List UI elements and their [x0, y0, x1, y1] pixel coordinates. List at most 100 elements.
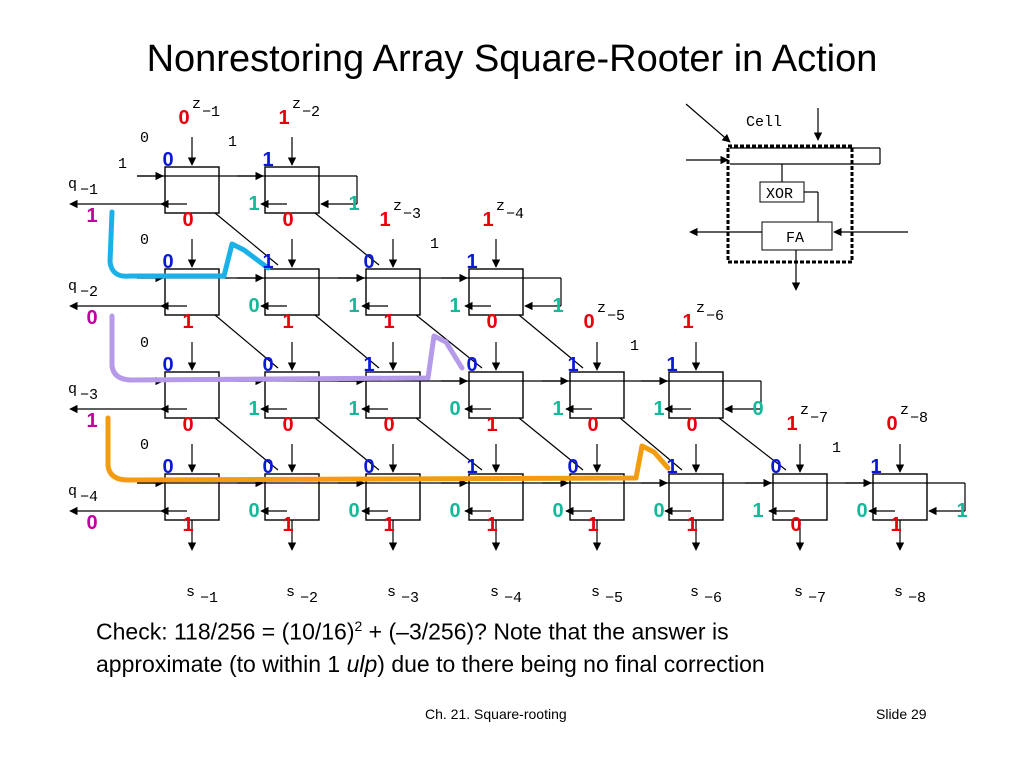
q-output-label: q−40: [68, 483, 98, 534]
xor-in-bit: 0: [466, 354, 477, 376]
z-value: 0: [886, 413, 897, 435]
caption-text-1: Check: 118/256 = (10/16): [96, 618, 355, 645]
diag-wire: [214, 314, 279, 369]
s-name: s: [591, 584, 600, 601]
xor-in-bit: 0: [363, 456, 374, 478]
diag-wire: [214, 417, 279, 471]
xor-in-bit: 1: [870, 456, 881, 478]
cell-r4-c3: [365, 473, 421, 521]
z-subscript: −4: [506, 206, 524, 223]
carry-bit: 0: [449, 398, 460, 420]
z-name: z: [496, 198, 505, 215]
diag-wire: [518, 314, 584, 369]
diag-wire: [314, 314, 380, 369]
side-diag-label: 0: [140, 437, 149, 454]
xor-in-bit: 0: [770, 456, 781, 478]
sum-out-bit: 1: [686, 514, 697, 536]
diag-wire: [314, 212, 380, 266]
s-subscript: −3: [401, 590, 419, 607]
sum-out-bit: 0: [182, 209, 193, 231]
carry-bit: 1: [752, 500, 763, 522]
carry-bit: 0: [856, 500, 867, 522]
sum-out-bit: 1: [282, 311, 293, 333]
cell-r2-c2: [264, 268, 320, 316]
diag-wire: [619, 417, 683, 471]
q-value: 0: [86, 512, 97, 534]
z-subscript: −6: [706, 308, 724, 325]
q-value: 0: [86, 307, 97, 329]
carry-bit: 1: [449, 295, 460, 317]
z-input-label: z−50: [583, 300, 625, 333]
carry-bit: 0: [248, 500, 259, 522]
z-subscript: −3: [403, 206, 421, 223]
z-value: 1: [482, 209, 493, 231]
z-one-label: 1: [228, 134, 237, 151]
xor-in-bit: 1: [466, 251, 477, 273]
xor-in-bit: 1: [466, 456, 477, 478]
z-name: z: [696, 300, 705, 317]
s-output-label: s−4: [490, 584, 522, 607]
sum-out-bit: 0: [686, 414, 697, 436]
q-subscript: −2: [80, 284, 98, 301]
sum-out-bit: 0: [282, 414, 293, 436]
xor-in-bit: 1: [262, 149, 273, 171]
cell-r1-c2: [264, 166, 320, 214]
cell-r4-c4: [468, 473, 524, 521]
xor-in-bit: 0: [162, 354, 173, 376]
carry-bit: 0: [348, 500, 359, 522]
sum-out-bit: 0: [587, 414, 598, 436]
carry-bit: 1: [348, 193, 359, 215]
cell-r2-c3: [365, 268, 421, 316]
legend-cell-label: Cell: [746, 114, 782, 131]
cell-r1-c1: [164, 166, 220, 214]
cell-array: [69, 137, 966, 551]
xor-in-bit: 0: [162, 251, 173, 273]
xor-in-bit: 0: [567, 456, 578, 478]
xor-in-bit: 0: [262, 354, 273, 376]
xor-in-bit: 1: [567, 354, 578, 376]
caption-text-3: approximate (to within 1: [96, 651, 347, 677]
z-one-label: 1: [832, 440, 841, 457]
cell-r3-c5: [569, 371, 625, 419]
carry-bit: 1: [248, 193, 259, 215]
s-output-label: s−5: [591, 584, 623, 607]
q-output-label: q−20: [68, 278, 98, 329]
cell-r3-c6: [668, 371, 724, 419]
xor-in-bit: 1: [363, 354, 374, 376]
q-subscript: −3: [80, 387, 98, 404]
s-subscript: −8: [908, 590, 926, 607]
carry-bit: 0: [552, 500, 563, 522]
side-diag-label: 0: [140, 130, 149, 147]
z-value: 1: [786, 413, 797, 435]
z-name: z: [800, 402, 809, 419]
diag-wire: [314, 417, 380, 471]
legend-xor-label: XOR: [766, 186, 793, 203]
caption-ulp: ulp: [346, 651, 378, 677]
side-left-label: 1: [118, 156, 127, 173]
sum-out-bit: 1: [486, 414, 497, 436]
sum-out-bit: 1: [182, 514, 193, 536]
approx-caption: approximate (to within 1 ulp) due to the…: [96, 651, 765, 678]
legend-fa-label: FA: [786, 230, 804, 247]
z-input-label: z−4 1: [482, 198, 524, 231]
s-subscript: −6: [704, 590, 722, 607]
q-name: q: [68, 381, 77, 398]
cell-r2-c4: [468, 268, 524, 316]
chapter-footer: Ch. 21. Square-rooting: [425, 706, 567, 722]
lavender-carry-path: [109, 313, 465, 383]
s-name: s: [286, 584, 295, 601]
s-subscript: −1: [200, 590, 218, 607]
z-input-label: z−31: [379, 198, 421, 231]
z-name: z: [292, 96, 301, 113]
diag-wire: [718, 417, 787, 471]
s-output-label: s−3: [387, 584, 419, 607]
orange-carry-path: [105, 415, 671, 483]
carry-bit: 0: [449, 500, 460, 522]
cell-r3-c4: [468, 371, 524, 419]
z-subscript: −8: [910, 410, 928, 427]
z-value: 0: [178, 107, 189, 129]
carry-bit: 1: [348, 295, 359, 317]
slide-title: Nonrestoring Array Square-Rooter in Acti…: [146, 38, 878, 80]
check-caption: Check: 118/256 = (10/16)2 + (–3/256)? No…: [96, 618, 729, 646]
